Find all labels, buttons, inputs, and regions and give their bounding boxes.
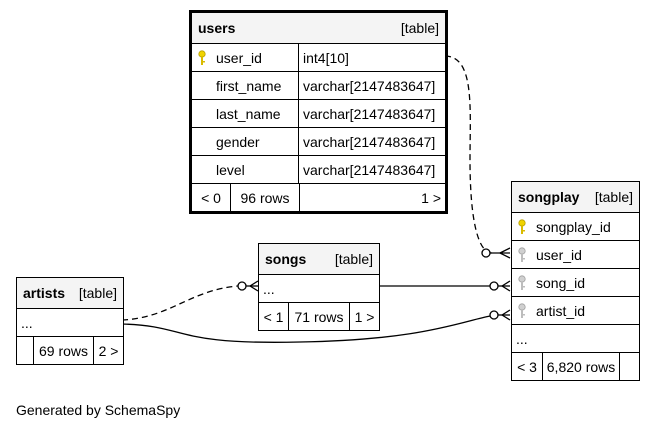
row-count: 96 rows	[230, 184, 299, 211]
column-name: songplay_id	[536, 218, 611, 235]
row-count: 6,820 rows	[542, 353, 619, 380]
column-name: level	[216, 161, 245, 178]
children-link[interactable]: 2 >	[93, 337, 123, 364]
edge-users-songplay	[444, 55, 493, 254]
parents-link[interactable]: < 1	[263, 308, 284, 325]
more-columns-row: ...	[512, 324, 639, 352]
foreign-key-icon	[512, 297, 532, 324]
table-kind: [table]	[400, 20, 439, 36]
column-row[interactable]: first_name varchar[2147483647]	[192, 71, 445, 99]
table-header: songs [table]	[259, 244, 379, 274]
column-name: song_id	[536, 274, 586, 291]
parents-link[interactable]: < 0	[201, 189, 221, 206]
column-name: user_id	[536, 246, 582, 263]
more-columns: ...	[516, 330, 528, 347]
column-row[interactable]: artist_id	[512, 296, 639, 324]
column-type: int4[10]	[298, 44, 445, 71]
crowfoot-artists-songs	[237, 280, 259, 292]
table-name: users	[198, 20, 236, 36]
column-name: first_name	[216, 77, 282, 94]
table-header: artists [table]	[17, 278, 123, 308]
table-name: artists	[23, 285, 66, 301]
table-songs[interactable]: songs [table] ... < 1 71 rows 1 >	[258, 243, 380, 331]
column-type: varchar[2147483647]	[298, 156, 445, 183]
children-link	[619, 353, 639, 380]
foreign-key-icon	[512, 241, 532, 268]
children-link[interactable]: 1 >	[349, 303, 379, 330]
parents-link[interactable]: < 3	[517, 358, 537, 375]
table-header: songplay [table]	[512, 182, 639, 212]
crowfoot-artists-songplay	[489, 309, 511, 321]
column-name: gender	[216, 133, 260, 150]
column-row[interactable]: user_id	[512, 240, 639, 268]
table-kind: [table]	[78, 285, 117, 301]
children-link[interactable]: 1 >	[299, 184, 445, 211]
generated-by-label: Generated by SchemaSpy	[16, 402, 181, 418]
table-footer: 69 rows 2 >	[17, 336, 123, 364]
column-type: varchar[2147483647]	[298, 128, 445, 155]
table-footer: < 0 96 rows 1 >	[192, 183, 445, 211]
column-name: last_name	[216, 105, 281, 122]
column-type: varchar[2147483647]	[298, 100, 445, 127]
more-columns-row: ...	[259, 274, 379, 302]
column-row[interactable]: level varchar[2147483647]	[192, 155, 445, 183]
crowfoot-songs-songplay	[489, 280, 511, 292]
column-row[interactable]: song_id	[512, 268, 639, 296]
column-name: user_id	[216, 49, 262, 66]
edge-artists-songplay	[121, 315, 491, 343]
table-footer: < 1 71 rows 1 >	[259, 302, 379, 330]
column-row[interactable]: user_id int4[10]	[192, 43, 445, 71]
crowfoot-users-songplay	[481, 247, 511, 259]
table-kind: [table]	[594, 189, 633, 205]
table-artists[interactable]: artists [table] ... 69 rows 2 >	[16, 277, 124, 365]
table-name: songplay	[518, 189, 580, 205]
edge-artists-songs	[121, 285, 239, 321]
primary-key-icon	[192, 44, 212, 71]
more-columns: ...	[21, 314, 33, 331]
parents-link	[17, 337, 33, 364]
column-row[interactable]: last_name varchar[2147483647]	[192, 99, 445, 127]
more-columns: ...	[263, 280, 275, 297]
more-columns-row: ...	[17, 308, 123, 336]
table-songplay[interactable]: songplay [table] songplay_id user_id son…	[511, 181, 640, 381]
foreign-key-icon	[512, 269, 532, 296]
table-users[interactable]: users [table] user_id int4[10] first_nam…	[189, 10, 448, 214]
column-name: artist_id	[536, 302, 586, 319]
primary-key-icon	[512, 213, 532, 240]
table-kind: [table]	[334, 251, 373, 267]
table-name: songs	[265, 251, 307, 267]
table-footer: < 3 6,820 rows	[512, 352, 639, 380]
column-row[interactable]: songplay_id	[512, 212, 639, 240]
table-header: users [table]	[192, 13, 445, 43]
column-row[interactable]: gender varchar[2147483647]	[192, 127, 445, 155]
row-count: 69 rows	[33, 337, 93, 364]
column-type: varchar[2147483647]	[298, 72, 445, 99]
row-count: 71 rows	[288, 303, 349, 330]
